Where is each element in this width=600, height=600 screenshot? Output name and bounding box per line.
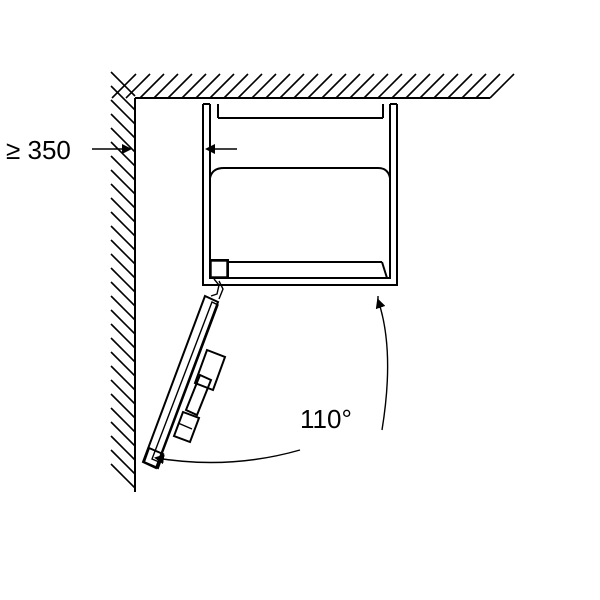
hatch-line — [110, 113, 136, 139]
ceiling — [111, 73, 515, 99]
hatch-line — [405, 73, 431, 99]
open-door — [141, 294, 227, 470]
hatch-line — [110, 379, 136, 405]
hatch-line — [377, 73, 403, 99]
hatch-line — [391, 73, 417, 99]
hatch-line — [110, 225, 136, 251]
side-wall — [110, 71, 136, 492]
hatch-line — [110, 435, 136, 461]
hatch-line — [489, 73, 515, 99]
hatch-line — [110, 463, 136, 489]
hatch-line — [110, 393, 136, 419]
hatch-line — [153, 73, 179, 99]
hatch-line — [110, 141, 136, 167]
clearance-label: ≥ 350 — [6, 135, 71, 165]
hatch-line — [209, 73, 235, 99]
hatch-line — [195, 73, 221, 99]
hatch-line — [461, 73, 487, 99]
hatch-line — [110, 99, 136, 125]
hatch-line — [110, 309, 136, 335]
hatch-line — [110, 183, 136, 209]
hatch-line — [110, 239, 136, 265]
hatch-line — [110, 449, 136, 475]
clearance-dimension: ≥ 350 — [6, 135, 237, 165]
hatch-line — [279, 73, 305, 99]
hatch-line — [110, 323, 136, 349]
opening-angle: 110° — [154, 296, 389, 465]
hatch-line — [110, 155, 136, 181]
hatch-line — [293, 73, 319, 99]
hatch-line — [307, 73, 333, 99]
hatch-line — [251, 73, 277, 99]
hatch-line — [110, 169, 136, 195]
angle-label: 110° — [300, 404, 352, 434]
hatch-line — [139, 73, 165, 99]
hatch-line — [110, 351, 136, 377]
hatch-line — [110, 85, 136, 111]
hatch-line — [110, 281, 136, 307]
hatch-line — [335, 73, 361, 99]
hatch-line — [447, 73, 473, 99]
hatch-line — [110, 267, 136, 293]
hatch-line — [110, 211, 136, 237]
hatch-line — [110, 337, 136, 363]
appliance-cabinet — [202, 103, 398, 286]
hatch-line — [433, 73, 459, 99]
hatch-line — [167, 73, 193, 99]
wall-hatching — [110, 71, 136, 489]
hatch-line — [321, 73, 347, 99]
hatch-line — [110, 365, 136, 391]
hinge — [210, 278, 224, 300]
hatch-line — [419, 73, 445, 99]
hatch-line — [475, 73, 501, 99]
hatch-line — [237, 73, 263, 99]
hatch-line — [110, 421, 136, 447]
hatch-line — [265, 73, 291, 99]
hatch-line — [110, 71, 136, 97]
hatch-line — [223, 73, 249, 99]
hatch-line — [349, 73, 375, 99]
hatch-line — [110, 197, 136, 223]
hatch-line — [363, 73, 389, 99]
hatch-line — [181, 73, 207, 99]
hatch-line — [125, 73, 151, 99]
hatch-line — [110, 253, 136, 279]
hatch-line — [110, 407, 136, 433]
ceiling-hatching — [111, 73, 515, 99]
hatch-line — [110, 295, 136, 321]
